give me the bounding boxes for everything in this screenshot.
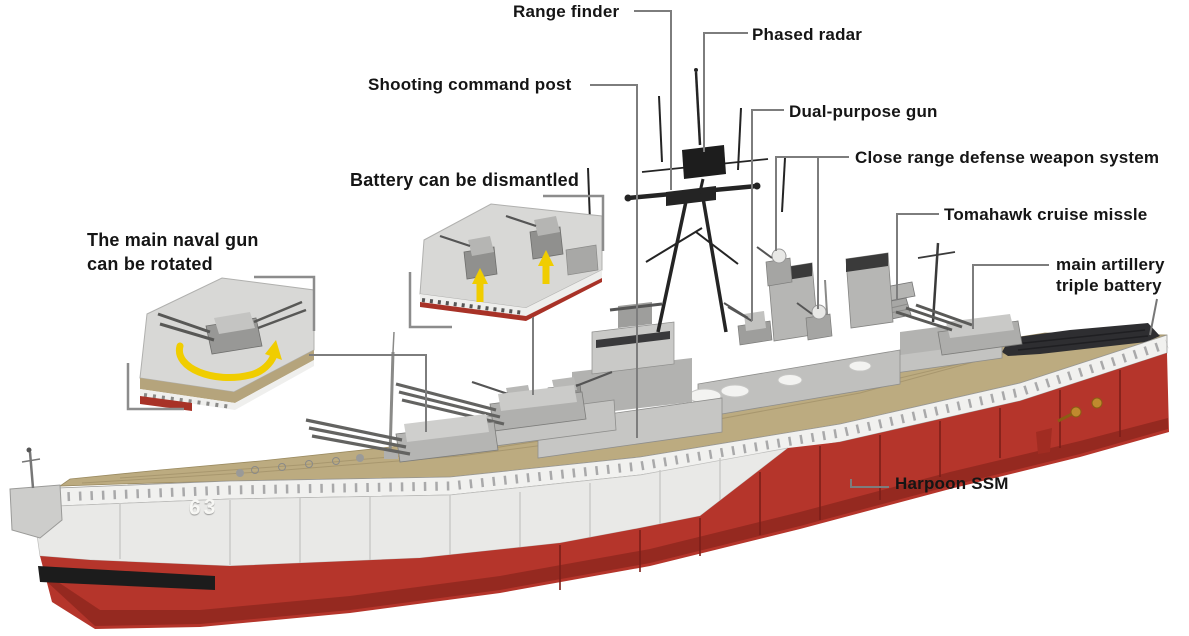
lift-arrows (472, 250, 554, 302)
rangefinder-yard (627, 183, 758, 201)
red-hull (40, 353, 1169, 629)
leader-phased-radar (703, 32, 748, 152)
aft-mast (931, 242, 940, 323)
lattice-mast (587, 68, 786, 333)
ciws-mount-aft (796, 302, 833, 341)
waterline-stripe (38, 566, 215, 590)
callout-shooting-command-post: Shooting command post (368, 75, 572, 94)
rotation-arrow (175, 342, 278, 382)
leader-harpoon (850, 479, 889, 488)
callout-dual-purpose-gun: Dual-purpose gun (789, 102, 938, 121)
callout-main-artillery-line2: triple battery (1056, 276, 1162, 295)
anchor-chain (251, 457, 340, 474)
leader-main-artillery (972, 264, 1049, 329)
stern-flagpole (1149, 298, 1158, 336)
callout-close-range-defense: Close range defense weapon system (855, 148, 1160, 167)
ciws-mount-forward (756, 246, 793, 287)
propeller-shafts (1057, 397, 1103, 423)
inset-battery-caption: Battery can be dismantled (350, 170, 580, 190)
leader-inset-naval-gun (309, 354, 427, 432)
inset-corner-brackets (126, 194, 605, 411)
inset-naval-gun (139, 277, 315, 411)
inset-naval-gun-caption-line2: can be rotated (87, 254, 213, 274)
bow-structure (9, 484, 63, 539)
dual-purpose-gun-mount (723, 302, 773, 346)
main-turret-a (305, 414, 499, 463)
leader-range-finder (634, 10, 672, 190)
inset-naval-gun-caption: The main naval gun can be rotated (87, 228, 259, 276)
main-turret-b (395, 382, 587, 432)
phased-radar-panel (682, 145, 726, 179)
leader-close-range-defense (775, 156, 849, 251)
rudder (1036, 428, 1052, 454)
leader-shooting-command-post (590, 84, 638, 438)
callout-main-artillery: main artillery triple battery (1056, 254, 1165, 296)
callout-tomahawk: Tomahawk cruise missle (944, 205, 1148, 224)
callout-range-finder: Range finder (513, 2, 620, 21)
jackstaff (28, 451, 35, 489)
bridge (591, 302, 675, 375)
inset-battery (419, 203, 603, 321)
callout-harpoon: Harpoon SSM (895, 474, 1009, 493)
leader-dual-purpose-gun (751, 109, 784, 321)
aft-main-turret (895, 303, 1023, 356)
leader-lines (309, 10, 1049, 488)
inset-naval-gun-caption-line1: The main naval gun (87, 230, 259, 250)
hull-number: 63 (188, 495, 219, 520)
leader-tomahawk (896, 213, 939, 299)
callout-phased-radar: Phased radar (752, 25, 863, 44)
callout-main-artillery-line1: main artillery (1056, 255, 1165, 274)
